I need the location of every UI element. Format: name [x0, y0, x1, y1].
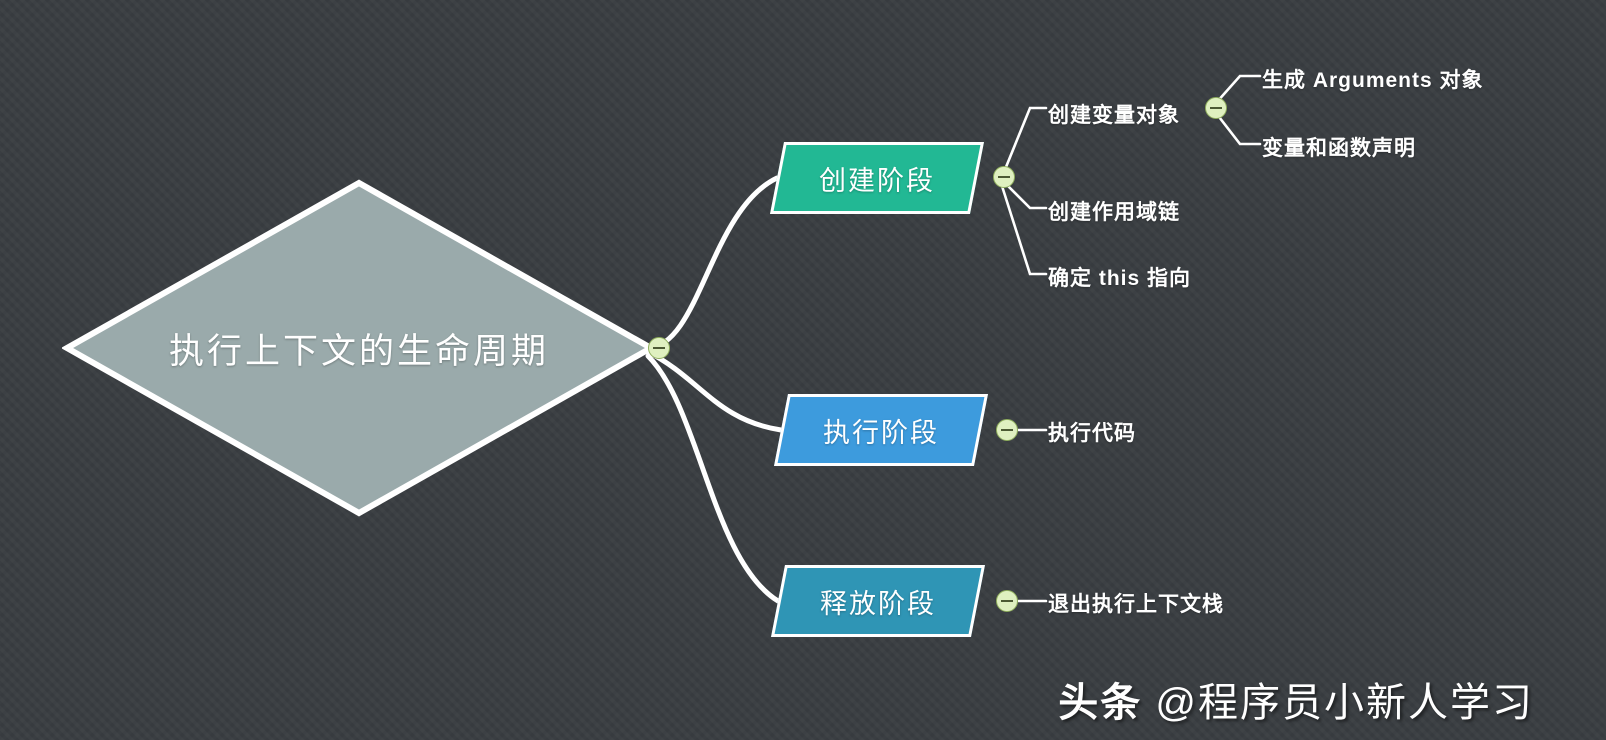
- branch-node-free-label: 释放阶段: [820, 588, 936, 619]
- leaf-node-determine-this[interactable]: 确定 this 指向: [1048, 267, 1192, 290]
- edge-root-to-exec: [645, 349, 784, 433]
- collapse-toggle-exec-icon[interactable]: [996, 419, 1018, 441]
- watermark-brand: 头条: [1058, 681, 1143, 725]
- leaf-node-variable-function-declaration[interactable]: 变量和函数声明: [1262, 137, 1416, 160]
- collapse-toggle-root-icon[interactable]: [648, 337, 670, 359]
- collapse-toggle-variable-object-icon[interactable]: [1205, 97, 1227, 119]
- watermark: 头条 @程序员小新人学习: [1058, 670, 1534, 728]
- collapse-toggle-create-icon[interactable]: [993, 166, 1015, 188]
- edge-root-to-create: [645, 175, 780, 351]
- edge-var-to-decl: [1214, 111, 1262, 146]
- branch-node-exec[interactable]: 执行阶段: [774, 394, 988, 466]
- watermark-handle: @程序员小新人学习: [1155, 681, 1534, 725]
- edge-create-to-var: [1002, 106, 1048, 174]
- root-node[interactable]: 执行上下文的生命周期: [62, 178, 656, 518]
- leaf-node-create-scope-chain[interactable]: 创建作用域链: [1048, 201, 1180, 224]
- root-node-shape: [62, 179, 656, 517]
- edge-root-to-free: [645, 353, 781, 604]
- leaf-node-create-variable-object[interactable]: 创建变量对象: [1048, 104, 1180, 127]
- edge-create-to-this: [1000, 184, 1048, 276]
- leaf-node-execute-code[interactable]: 执行代码: [1048, 422, 1136, 445]
- leaf-node-pop-execution-context-stack[interactable]: 退出执行上下文栈: [1048, 593, 1224, 616]
- collapse-toggle-free-icon[interactable]: [996, 590, 1018, 612]
- leaf-node-generate-arguments-object[interactable]: 生成 Arguments 对象: [1262, 69, 1484, 92]
- branch-node-create-label: 创建阶段: [819, 165, 935, 196]
- branch-node-create[interactable]: 创建阶段: [770, 142, 984, 214]
- branch-node-free[interactable]: 释放阶段: [771, 565, 985, 637]
- root-node-label: 执行上下文的生命周期: [168, 331, 549, 371]
- branch-node-exec-label: 执行阶段: [823, 417, 939, 448]
